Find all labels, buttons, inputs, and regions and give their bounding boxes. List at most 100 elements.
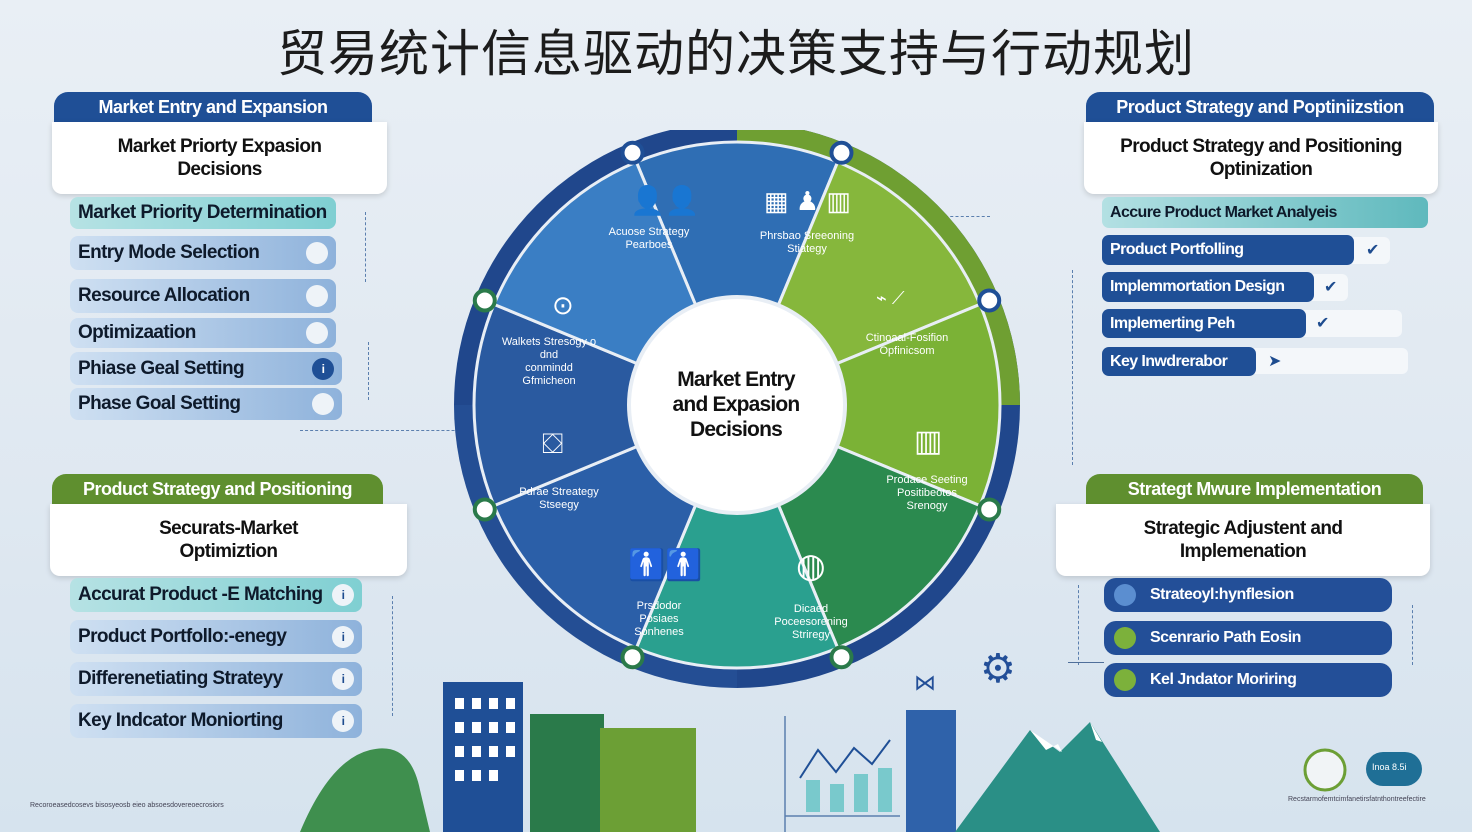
connector-line [300, 430, 500, 431]
toggle-knob-icon [306, 285, 328, 307]
list-item-label: Accure Product Market Analyeis [1110, 203, 1337, 221]
panel-header-strategy-implementation: Strategt Mwure Implementation [1086, 474, 1423, 504]
list-item[interactable]: Implemmortation Design [1102, 272, 1314, 302]
connector-line [1072, 270, 1073, 465]
list-item-label: Differenetiating Strateyy [78, 668, 283, 689]
wheel-node [472, 288, 497, 313]
hub-line: Market Entry [677, 367, 795, 391]
connector-line [1412, 605, 1413, 665]
wheel-node [620, 645, 645, 670]
strategy-wheel [454, 130, 1020, 688]
connector-line [1068, 662, 1104, 663]
trend-bars [806, 768, 892, 812]
list-item-label: Accurat Product -E Matching [78, 584, 323, 605]
list-item[interactable]: Key Indcator Moniorting i [70, 704, 362, 738]
card-line: Decisions [177, 159, 262, 180]
logo-badge-left [1303, 748, 1347, 792]
status-dot-icon [1114, 627, 1136, 649]
list-item[interactable]: Strateoyl:hynflesion [1104, 578, 1392, 612]
list-item[interactable]: Resource Allocation [70, 279, 336, 313]
list-item[interactable]: Phase Goal Setting [70, 388, 342, 420]
hub-line: and Expasion [672, 392, 801, 416]
presenter-icon: ⛋ [542, 428, 564, 459]
arrow-icon: ➤ [1268, 353, 1282, 370]
panel-header-product-optimization: Product Strategy and Poptiniizstion [1086, 92, 1434, 122]
list-item-label: Resource Allocation [78, 285, 250, 306]
row-trail: ➤ [1252, 348, 1408, 374]
checkmark-icon: ✔ [1366, 242, 1380, 259]
wheel-node [829, 140, 854, 165]
list-item[interactable]: Kel Jndator Moriring [1104, 663, 1392, 697]
list-item[interactable]: Key Inwdrerabor [1102, 347, 1256, 376]
connector-line [365, 212, 366, 282]
mountain [955, 722, 1160, 832]
card-line: Implemenation [1179, 541, 1307, 562]
info-icon: i [332, 710, 354, 732]
connector-line [392, 596, 393, 716]
footnote-right: Recstarmofemtcimfanetirsfatnthontreefect… [1288, 796, 1426, 803]
building-left-windows [455, 698, 515, 781]
building-right [906, 710, 956, 832]
card-line: Market Priorty Expasion [117, 136, 322, 157]
list-item[interactable]: Entry Mode Selection [70, 236, 336, 270]
wheel-hub [627, 295, 847, 515]
wheel-segments [472, 140, 1002, 670]
list-item[interactable]: Scenrario Path Eosin [1104, 621, 1392, 655]
list-item[interactable]: Market Priority Determination [70, 197, 336, 229]
building-icon: ▦ ♟ ▥ [764, 186, 851, 216]
list-item[interactable]: Implemerting Peh [1102, 309, 1306, 338]
logo-badge-right [1366, 752, 1422, 786]
wheel-node [977, 497, 1002, 522]
list-item[interactable]: Product Portfolling [1102, 235, 1354, 265]
info-icon: i [332, 626, 354, 648]
wheel-node [829, 645, 854, 670]
building-lime [600, 728, 696, 832]
building-green [530, 714, 604, 832]
list-item[interactable]: Optimizaation [70, 318, 336, 348]
list-item[interactable]: Accure Product Market Analyeis [1102, 197, 1428, 228]
badge-text: Inoa 8.5i [1372, 762, 1407, 772]
row-trail: ✔ [1352, 237, 1390, 264]
list-item-label: Strateoyl:hynflesion [1150, 586, 1294, 603]
page-title: 贸易统计信息驱动的决策支持与行动规划 [277, 25, 1195, 83]
connector-line [945, 216, 990, 217]
list-item-label: Phiase Geal Setting [78, 357, 245, 379]
gear-icon: ⚙ [980, 647, 1016, 691]
panel-header-market-entry: Market Entry and Expansion [54, 92, 372, 122]
handshake-people-icon: 🚹🚹 [628, 549, 703, 582]
connector-line [1078, 585, 1079, 665]
wheel-node [620, 140, 645, 165]
card-line: Strategic Adjustent and [1143, 518, 1343, 539]
mountain-snow [1030, 722, 1102, 752]
chart-icon: ⌁ ⟋ [876, 288, 905, 308]
wheel-nodes [472, 140, 1002, 670]
footnote-left: Recoroeasedcosevs bisosyeosb eieo absoes… [30, 802, 224, 809]
list-item-label: Implemmortation Design [1110, 278, 1285, 295]
checkmark-icon: ✔ [1316, 315, 1330, 332]
status-dot-icon [1114, 669, 1136, 691]
toggle-knob-icon [306, 322, 328, 344]
list-item-label: Key Indcator Moniorting [78, 710, 283, 731]
toggle-knob-icon [306, 242, 328, 264]
wheel-node [977, 288, 1002, 313]
row-trail: ✔ [1302, 310, 1402, 337]
flag-icon: ⋈ [914, 670, 936, 695]
panel-header-product-strategy: Product Strategy and Positioning [52, 474, 383, 504]
card-line: Optinization [1209, 159, 1313, 180]
